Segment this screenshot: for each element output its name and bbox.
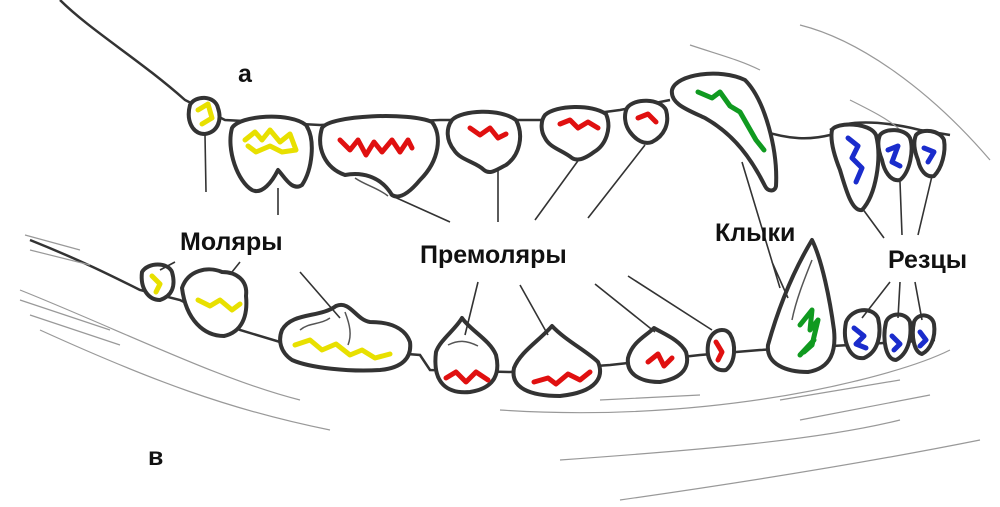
lower-premolar-1 — [705, 328, 737, 373]
upper-premolar-4 — [318, 114, 440, 199]
upper-molar-2 — [228, 114, 314, 194]
lower-molar-3 — [139, 262, 176, 302]
lower-molar-1 — [278, 302, 413, 373]
lower-molar-2 — [180, 267, 249, 338]
lower-canine — [765, 238, 837, 374]
lower-premolar-2 — [625, 326, 690, 384]
lower-jaw-shading — [19, 234, 931, 421]
upper-molar-1 — [186, 95, 222, 136]
lower-incisor-2 — [882, 312, 913, 362]
lower-incisor-3 — [843, 308, 882, 361]
upper-premolar-2 — [539, 105, 611, 162]
leader-lines — [159, 134, 933, 336]
incisors-label: Резцы — [888, 246, 967, 274]
upper-snout-outline — [689, 24, 991, 161]
molars-label: Моляры — [180, 228, 283, 256]
upper-premolar-3 — [445, 109, 523, 175]
lower-incisor-1 — [910, 313, 937, 356]
upper-canine — [669, 71, 779, 193]
lower-jaw-outline — [29, 238, 936, 374]
upper-jaw-label: а — [238, 60, 253, 88]
canines-label: Клыки — [715, 219, 795, 247]
premolars-label: Премоляры — [420, 241, 567, 269]
lower-jaw-contour — [19, 289, 981, 501]
lower-premolar-4 — [433, 316, 500, 395]
upper-incisor-2 — [876, 128, 914, 183]
upper-incisor-1 — [912, 128, 947, 179]
lower-jaw-label: в — [148, 443, 163, 471]
upper-premolar-1 — [623, 98, 670, 145]
lower-premolar-3 — [511, 324, 602, 398]
upper-incisor-3 — [829, 122, 881, 212]
